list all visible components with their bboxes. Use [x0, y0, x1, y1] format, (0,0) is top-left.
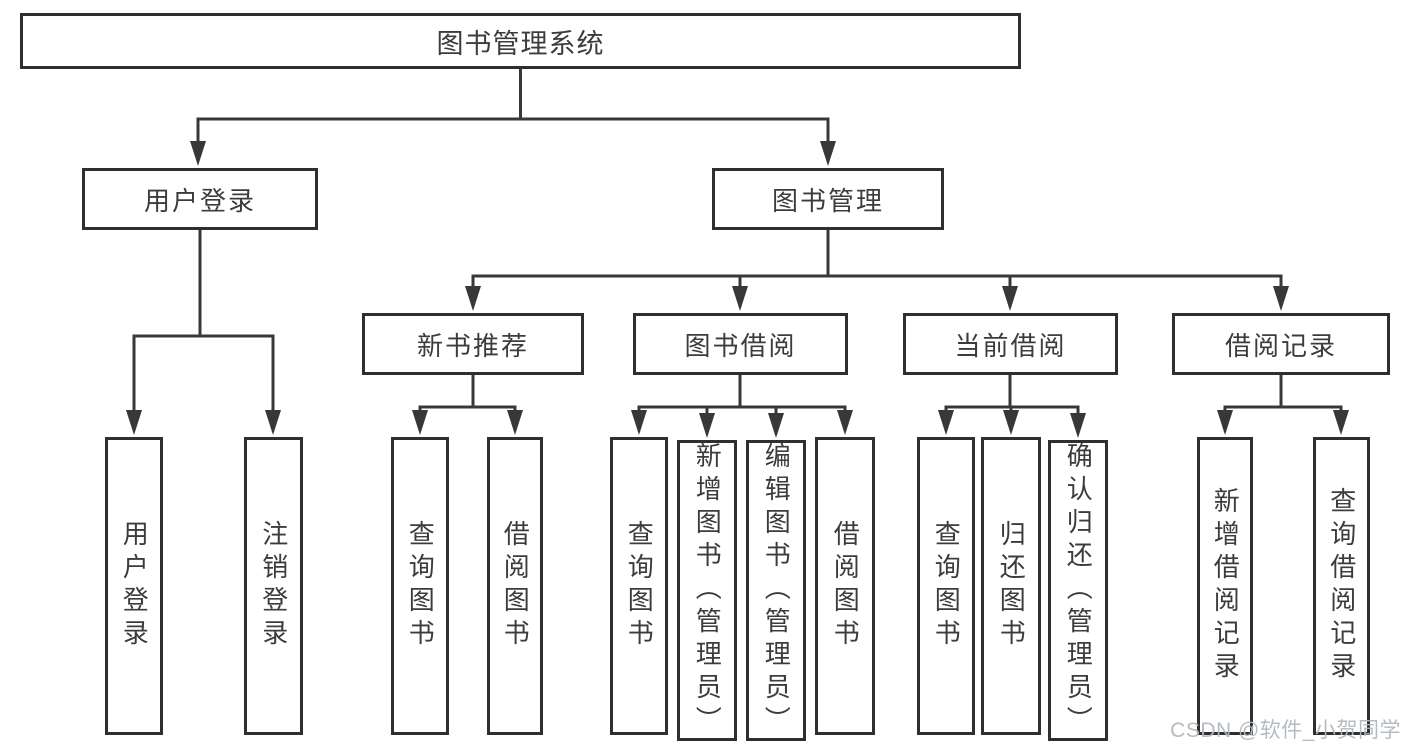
- connector-book-mgmt-to-level3: [471, 230, 1283, 307]
- leaf-edit-book-admin: 编辑图书（管理员）: [746, 440, 806, 741]
- connector-new-book-rec-to-leaves: [418, 375, 517, 431]
- arrow-down: [732, 286, 748, 311]
- leaf-label: 查询图书: [624, 520, 655, 652]
- arrow-down: [507, 410, 523, 435]
- arrow-down: [1070, 413, 1086, 438]
- node-user-login: 用户登录: [82, 168, 318, 230]
- connector-paths: [132, 69, 1343, 434]
- leaf-borrow-books-2: 借阅图书: [815, 437, 875, 735]
- arrow-down: [768, 413, 784, 438]
- node-book-borrowing: 图书借阅: [633, 313, 848, 375]
- arrowheads: [126, 141, 1349, 438]
- arrow-down: [412, 410, 428, 435]
- leaf-user-login: 用户登录: [105, 437, 163, 735]
- leaf-label: 新增图书（管理员）: [692, 442, 723, 739]
- leaf-logout-login: 注销登录: [244, 437, 303, 735]
- node-library-system: 图书管理系统: [20, 13, 1021, 69]
- arrow-down: [190, 141, 206, 166]
- node-new-book-recommend: 新书推荐: [362, 313, 584, 375]
- leaf-label: 编辑图书（管理员）: [761, 442, 792, 739]
- csdn-watermark: CSDN @软件_小贺同学: [1170, 719, 1401, 742]
- leaf-add-book-admin: 新增图书（管理员）: [677, 440, 737, 741]
- connector-user-login-to-leaves: [132, 230, 275, 431]
- arrow-down: [1217, 410, 1233, 435]
- leaf-label: 借阅图书: [830, 520, 861, 652]
- arrow-down: [820, 141, 836, 166]
- leaf-label: 查询借阅记录: [1326, 487, 1357, 685]
- leaf-query-books-1: 查询图书: [391, 437, 449, 735]
- arrow-down: [1002, 286, 1018, 311]
- leaf-add-borrow-record: 新增借阅记录: [1197, 437, 1253, 735]
- arrow-down: [465, 286, 481, 311]
- arrow-down: [938, 410, 954, 435]
- leaf-label: 确认归还（管理员）: [1063, 442, 1094, 739]
- arrow-down: [1333, 410, 1349, 435]
- node-book-management: 图书管理: [712, 168, 944, 230]
- node-borrowing-records: 借阅记录: [1172, 313, 1390, 375]
- arrow-down: [1273, 286, 1289, 311]
- arrow-down: [837, 410, 853, 435]
- leaf-label: 用户登录: [119, 520, 150, 652]
- leaf-query-borrow-record: 查询借阅记录: [1313, 437, 1370, 735]
- leaf-label: 查询图书: [405, 520, 436, 652]
- node-current-borrowing: 当前借阅: [903, 313, 1118, 375]
- connector-root-to-level2: [196, 69, 830, 162]
- arrow-down: [631, 410, 647, 435]
- leaf-return-books: 归还图书: [981, 437, 1041, 735]
- connector-borrow-record-to-leaves: [1223, 375, 1343, 431]
- leaf-label: 注销登录: [258, 520, 289, 652]
- arrow-down: [265, 410, 281, 435]
- leaf-label: 借阅图书: [500, 520, 531, 652]
- arrow-down: [699, 413, 715, 438]
- connector-book-borrow-to-leaves: [637, 375, 847, 434]
- leaf-borrow-books-1: 借阅图书: [487, 437, 543, 735]
- leaf-label: 新增借阅记录: [1210, 487, 1241, 685]
- leaf-label: 查询图书: [931, 520, 962, 652]
- leaf-label: 归还图书: [996, 520, 1027, 652]
- arrow-down: [126, 410, 142, 435]
- leaf-confirm-return-admin: 确认归还（管理员）: [1048, 440, 1108, 741]
- arrow-down: [1003, 410, 1019, 435]
- leaf-query-books-3: 查询图书: [917, 437, 975, 735]
- leaf-query-books-2: 查询图书: [610, 437, 668, 735]
